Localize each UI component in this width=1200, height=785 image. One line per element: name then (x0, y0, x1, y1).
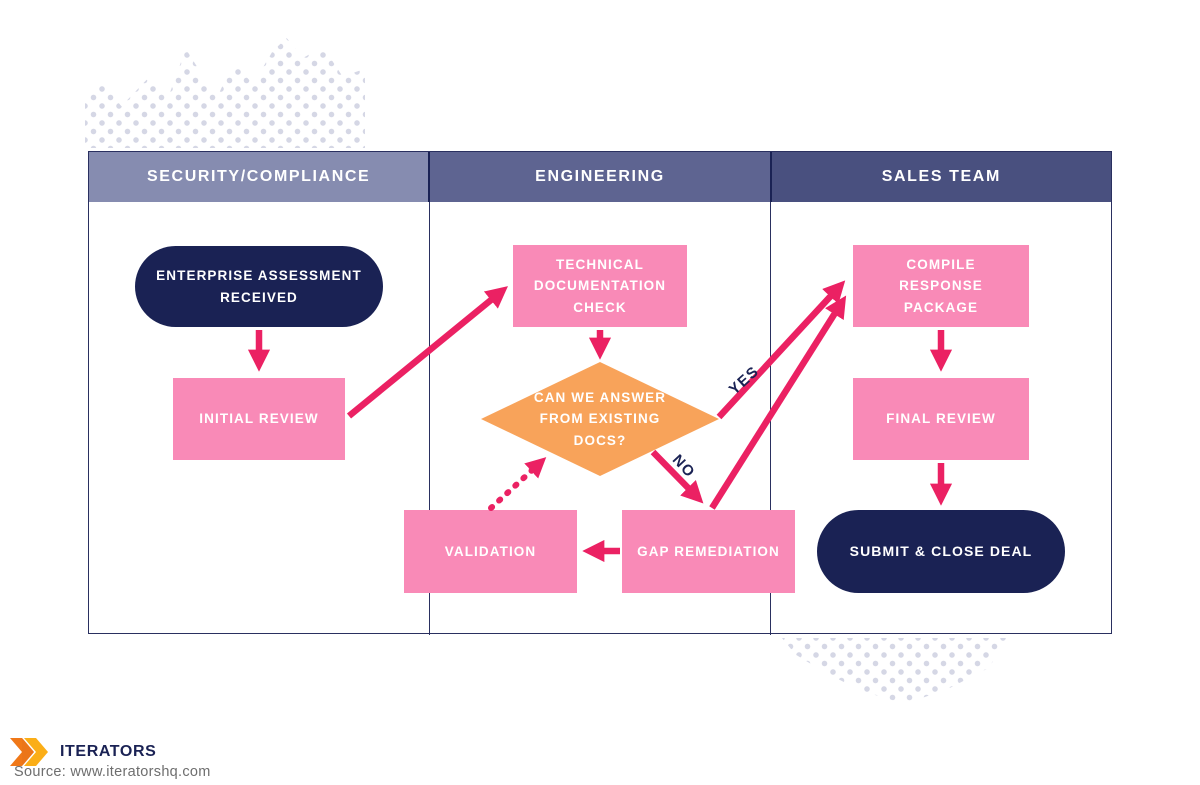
node-validation: VALIDATION (404, 510, 577, 593)
node-technical-documentation-check: TECHNICAL DOCUMENTATION CHECK (513, 245, 687, 327)
decorative-dot-pattern-bottom (782, 638, 1007, 704)
source-attribution: Source: www.iteratorshq.com (14, 764, 211, 780)
swimlane-table: SECURITY/COMPLIANCE ENGINEERING SALES TE… (88, 151, 1112, 635)
node-submit-close-deal: SUBMIT & CLOSE DEAL (817, 510, 1065, 593)
node-final-review: FINAL REVIEW (853, 378, 1029, 460)
lane-header-sales-team: SALES TEAM (771, 152, 1111, 202)
iterators-logo-icon (10, 738, 48, 766)
decorative-dot-pattern-top (85, 38, 365, 148)
brand-logo: ITERATORS (10, 737, 156, 767)
swimlane-header-row: SECURITY/COMPLIANCE ENGINEERING SALES TE… (89, 152, 1111, 202)
lane-header-security-compliance: SECURITY/COMPLIANCE (89, 152, 431, 202)
node-enterprise-assessment-received: ENTERPRISE ASSESSMENT RECEIVED (135, 246, 383, 327)
lane-header-engineering: ENGINEERING (430, 152, 772, 202)
brand-name: ITERATORS (60, 743, 157, 760)
node-gap-remediation: GAP REMEDIATION (622, 510, 795, 593)
node-initial-review: INITIAL REVIEW (173, 378, 345, 460)
node-compile-response-package: COMPILE RESPONSE PACKAGE (853, 245, 1029, 327)
